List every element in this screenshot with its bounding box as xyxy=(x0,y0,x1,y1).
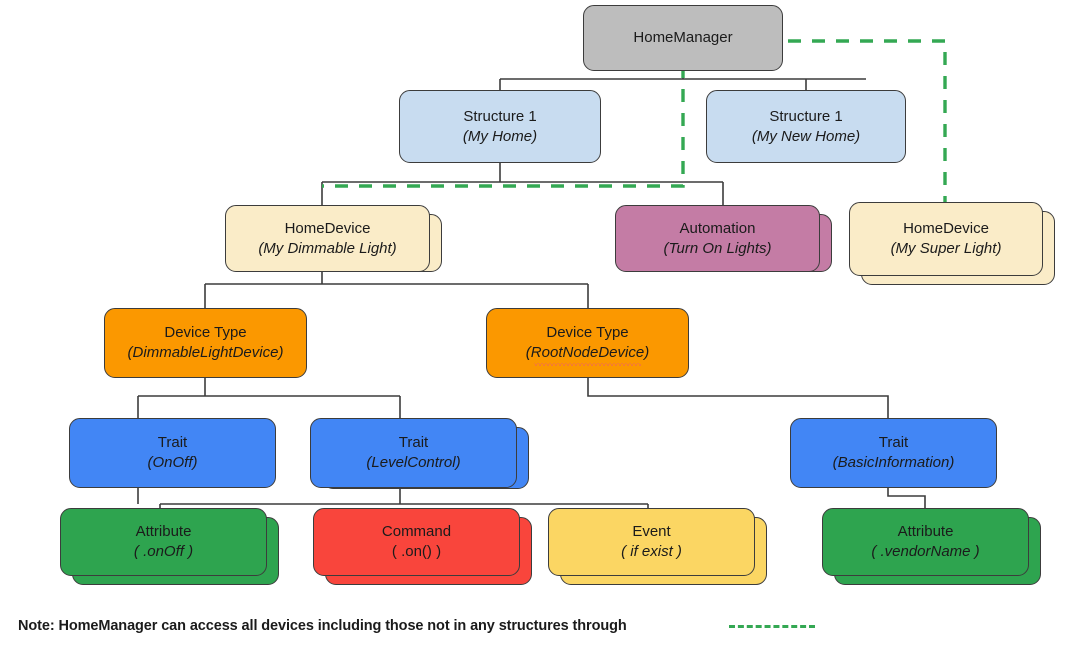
node-attribute-vendorname-subtitle: ( .vendorName ) xyxy=(871,543,980,560)
node-automation-title: Automation xyxy=(679,219,756,237)
node-trait-levelcontrol[interactable]: Trait (LevelControl) xyxy=(310,418,517,488)
node-command-on[interactable]: Command ( .on() ) xyxy=(313,508,520,576)
node-trait-basicinformation-title: Trait xyxy=(878,434,909,452)
node-structure-my-new-home-subtitle: (My New Home) xyxy=(751,127,861,145)
node-attribute-vendorname-title: Attribute xyxy=(897,523,954,541)
node-home-device-super-title: HomeDevice xyxy=(903,220,989,238)
node-command-on-title: Command xyxy=(381,523,452,541)
node-trait-basicinformation[interactable]: Trait (BasicInformation) xyxy=(790,418,997,488)
node-home-device-super[interactable]: HomeDevice (My Super Light) xyxy=(849,202,1043,276)
node-trait-onoff[interactable]: Trait (OnOff) xyxy=(69,418,276,488)
node-event-subtitle: ( if exist ) xyxy=(621,543,682,560)
node-home-device-super-subtitle: (My Super Light) xyxy=(890,240,1002,257)
node-device-type-root-node-title: Device Type xyxy=(546,324,629,342)
node-trait-basicinformation-subtitle: (BasicInformation) xyxy=(832,454,955,471)
node-device-type-dimmable-light[interactable]: Device Type (DimmableLightDevice) xyxy=(104,308,307,378)
node-device-type-root-node-subtitle: (RootNodeDevice) xyxy=(525,344,650,366)
node-trait-levelcontrol-subtitle: (LevelControl) xyxy=(366,454,461,471)
edge-to-attribute-vendorname xyxy=(887,488,926,508)
node-trait-levelcontrol-title: Trait xyxy=(398,434,429,452)
node-attribute-onoff-title: Attribute xyxy=(135,523,192,541)
node-structure-my-home-subtitle: (My Home) xyxy=(462,127,538,145)
node-trait-onoff-title: Trait xyxy=(157,434,188,452)
node-home-device-dimmable[interactable]: HomeDevice (My Dimmable Light) xyxy=(225,205,430,272)
node-home-device-dimmable-subtitle: (My Dimmable Light) xyxy=(258,239,397,257)
node-command-on-subtitle: ( .on() ) xyxy=(391,543,442,560)
node-structure-my-home[interactable]: Structure 1 (My Home) xyxy=(399,90,601,163)
access-link-legend-icon xyxy=(728,624,815,628)
node-home-device-dimmable-title: HomeDevice xyxy=(284,219,371,237)
node-attribute-onoff[interactable]: Attribute ( .onOff ) xyxy=(60,508,267,576)
edge-to-trait-basicinfo xyxy=(587,378,889,418)
diagram-note: Note: HomeManager can access all devices… xyxy=(18,618,815,634)
node-attribute-vendorname[interactable]: Attribute ( .vendorName ) xyxy=(822,508,1029,576)
node-device-type-root-node[interactable]: Device Type (RootNodeDevice) xyxy=(486,308,689,378)
spellcheck-underline: RootNodeDevice xyxy=(530,344,645,366)
node-device-type-dimmable-light-title: Device Type xyxy=(164,324,247,342)
node-trait-onoff-subtitle: (OnOff) xyxy=(147,454,198,471)
node-device-type-dimmable-light-subtitle: (DimmableLightDevice) xyxy=(127,344,284,361)
node-structure-my-home-title: Structure 1 xyxy=(463,107,537,125)
node-structure-my-new-home[interactable]: Structure 1 (My New Home) xyxy=(706,90,906,163)
node-structure-my-new-home-title: Structure 1 xyxy=(769,107,843,125)
node-event-title: Event xyxy=(632,523,671,541)
node-event[interactable]: Event ( if exist ) xyxy=(548,508,755,576)
diagram-note-text: Note: HomeManager can access all devices… xyxy=(18,618,627,634)
node-automation-subtitle: (Turn On Lights) xyxy=(663,239,772,257)
node-home-manager-title: HomeManager xyxy=(633,29,733,47)
node-home-manager[interactable]: HomeManager xyxy=(583,5,783,71)
node-automation[interactable]: Automation (Turn On Lights) xyxy=(615,205,820,272)
node-attribute-onoff-subtitle: ( .onOff ) xyxy=(133,543,194,560)
